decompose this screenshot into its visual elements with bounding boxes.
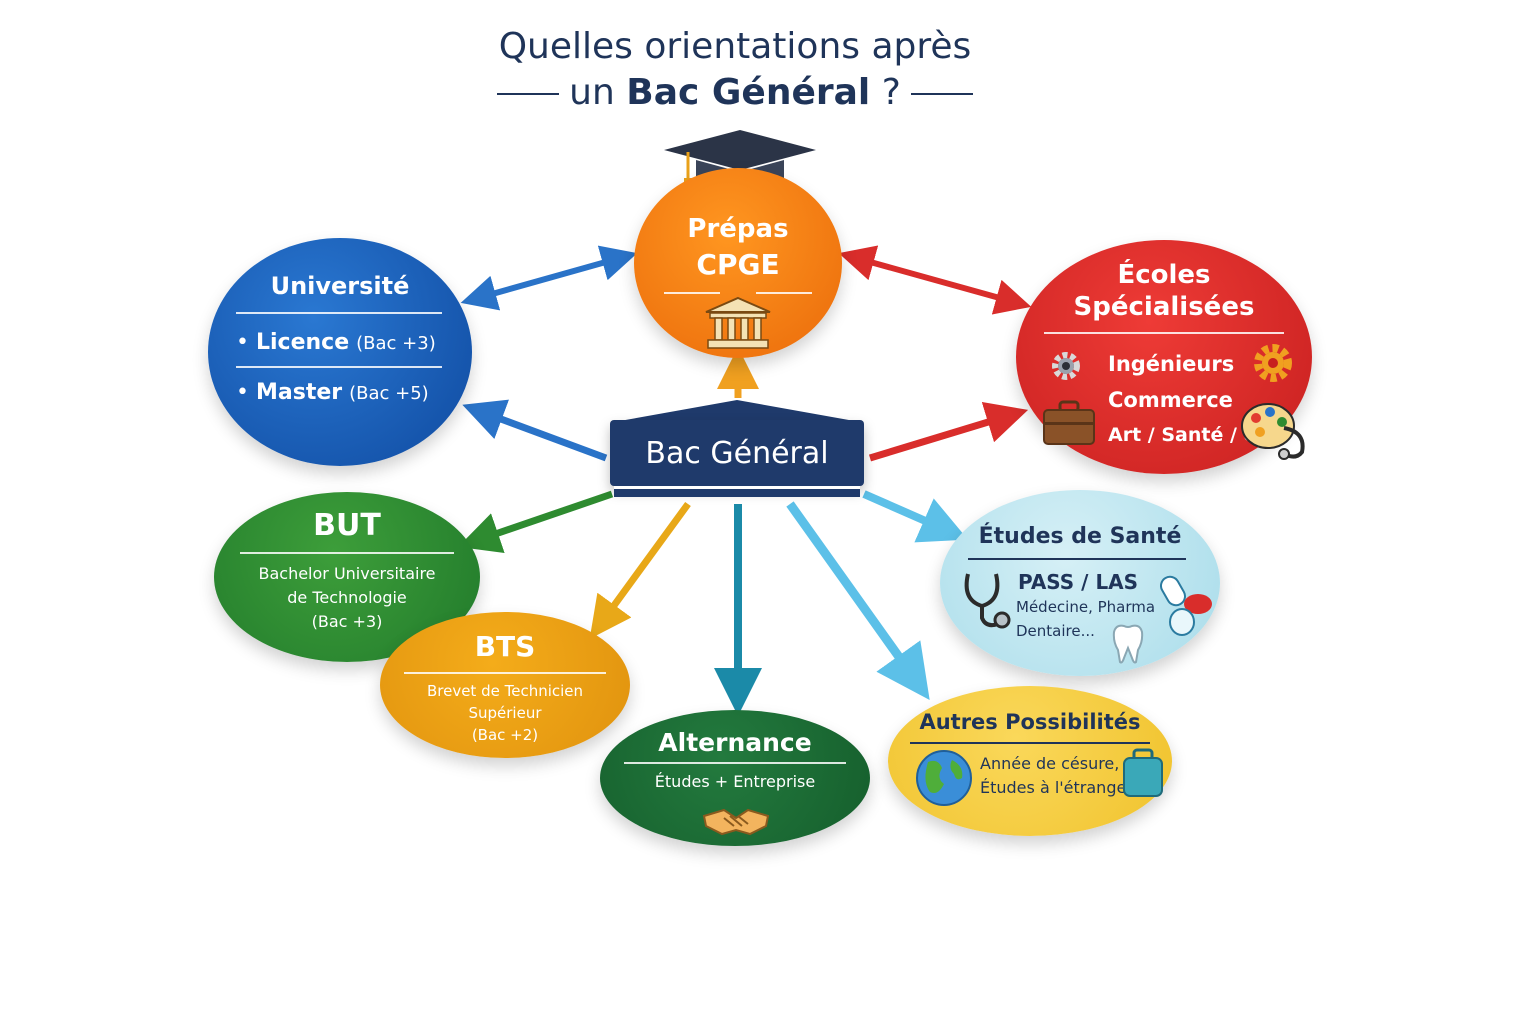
but-desc-line1: Bachelor Universitaire xyxy=(258,564,436,583)
prepas-divider-left xyxy=(664,292,720,294)
node-bts[interactable]: BTS Brevet de Technicien Supérieur (Bac … xyxy=(380,612,630,758)
autres-divider xyxy=(910,742,1150,744)
bts-divider xyxy=(404,672,606,674)
autres-line2: Études à l'étranger... xyxy=(980,778,1147,797)
prepas-title-line2: CPGE xyxy=(696,248,780,281)
stethoscope-icon xyxy=(1283,426,1305,459)
title-suffix: ? xyxy=(870,72,901,113)
licence-detail: (Bac +3) xyxy=(356,333,436,354)
arrow-center-autres xyxy=(786,501,930,700)
node-alternance[interactable]: Alternance Études + Entreprise xyxy=(600,710,870,846)
arrow-universite-prepas xyxy=(460,245,638,311)
title-dash-right xyxy=(910,93,973,95)
arrow-center-but xyxy=(458,490,614,554)
title-prefix: un xyxy=(569,72,627,113)
building-roof xyxy=(614,400,860,422)
ecoles-divider xyxy=(1044,332,1284,334)
bts-desc-line3: (Bac +2) xyxy=(471,726,539,744)
globe-icon xyxy=(916,750,972,806)
sante-line2: Médecine, Pharma xyxy=(1016,598,1156,616)
sante-line3: Dentaire... xyxy=(1016,622,1095,640)
page-title-line1: Quelles orientations après xyxy=(498,26,972,67)
sante-title: Études de Santé xyxy=(978,524,1182,549)
universite-divider xyxy=(236,312,442,314)
node-prepas[interactable]: Prépas CPGE xyxy=(634,168,842,358)
ecoles-item-ingenieurs: Ingénieurs xyxy=(1108,352,1235,376)
autres-title: Autres Possibilités xyxy=(919,710,1141,734)
classical-building-icon xyxy=(705,296,771,349)
title-bold: Bac Général xyxy=(626,72,871,113)
but-desc-line2: de Technologie xyxy=(287,588,407,607)
licence-label: Licence xyxy=(255,330,350,355)
universite-title: Université xyxy=(270,272,410,300)
bts-title: BTS xyxy=(474,630,536,663)
universite-item-licence: • Licence (Bac +3) xyxy=(236,330,436,355)
prepas-divider-right xyxy=(756,292,812,294)
bts-desc-line1: Brevet de Technicien xyxy=(426,682,584,700)
arrow-center-bts xyxy=(589,501,691,639)
but-divider xyxy=(240,552,454,554)
gear-icon xyxy=(1254,344,1292,382)
universite-item-master: • Master (Bac +5) xyxy=(236,380,429,405)
center-base xyxy=(614,486,860,497)
bullet: • xyxy=(236,330,249,355)
center-label: Bac Général xyxy=(645,435,829,471)
page-title-line2: un Bac Général ? xyxy=(0,72,1470,113)
but-title: BUT xyxy=(313,508,381,543)
master-detail: (Bac +5) xyxy=(349,383,429,404)
palette-icon xyxy=(1241,403,1305,460)
ecoles-item-commerce: Commerce xyxy=(1108,388,1233,412)
but-desc-line3: (Bac +3) xyxy=(311,612,383,631)
arrow-center-universite xyxy=(462,399,608,462)
master-label: Master xyxy=(255,380,343,405)
gear-icon xyxy=(1052,352,1080,380)
bts-desc-line2: Supérieur xyxy=(468,704,542,722)
node-universite[interactable]: Université • Licence (Bac +3) • Master (… xyxy=(208,238,472,466)
universite-divider-2 xyxy=(236,366,442,368)
ecoles-title-line2: Spécialisées xyxy=(1073,292,1255,322)
prepas-title-line1: Prépas xyxy=(687,214,789,244)
arrow-center-sante xyxy=(862,490,968,543)
bullet: • xyxy=(236,380,249,405)
node-ecoles[interactable]: Écoles Spécialisées Ingénieurs Commerce … xyxy=(1016,240,1312,474)
title-dash-left xyxy=(497,93,560,95)
sante-line1: PASS / LAS xyxy=(1018,570,1139,594)
alternance-desc: Études + Entreprise xyxy=(654,772,816,791)
arrow-center-ecoles xyxy=(868,402,1029,462)
arrow-prepas-ecoles xyxy=(838,245,1032,315)
alternance-title: Alternance xyxy=(658,728,812,757)
suitcase-icon xyxy=(1123,748,1163,797)
node-sante[interactable]: Études de Santé PASS / LAS Médecine, Pha… xyxy=(940,490,1220,676)
tooth-icon xyxy=(1112,624,1144,664)
pill-icon xyxy=(1160,575,1212,636)
alternance-divider xyxy=(624,762,846,764)
handshake-icon xyxy=(702,808,770,836)
ecoles-item-art-sante: Art / Santé / etc. xyxy=(1108,424,1284,446)
sante-divider xyxy=(968,558,1186,560)
briefcase-icon xyxy=(1043,400,1095,445)
center-node[interactable]: Bac Général xyxy=(610,420,864,486)
node-but[interactable]: BUT Bachelor Universitaire de Technologi… xyxy=(214,492,480,662)
ecoles-title-line1: Écoles xyxy=(1117,260,1211,290)
autres-line1: Année de césure, xyxy=(980,754,1120,773)
node-autres[interactable]: Autres Possibilités Année de césure, Étu… xyxy=(888,686,1172,836)
stethoscope-icon xyxy=(964,573,1011,629)
